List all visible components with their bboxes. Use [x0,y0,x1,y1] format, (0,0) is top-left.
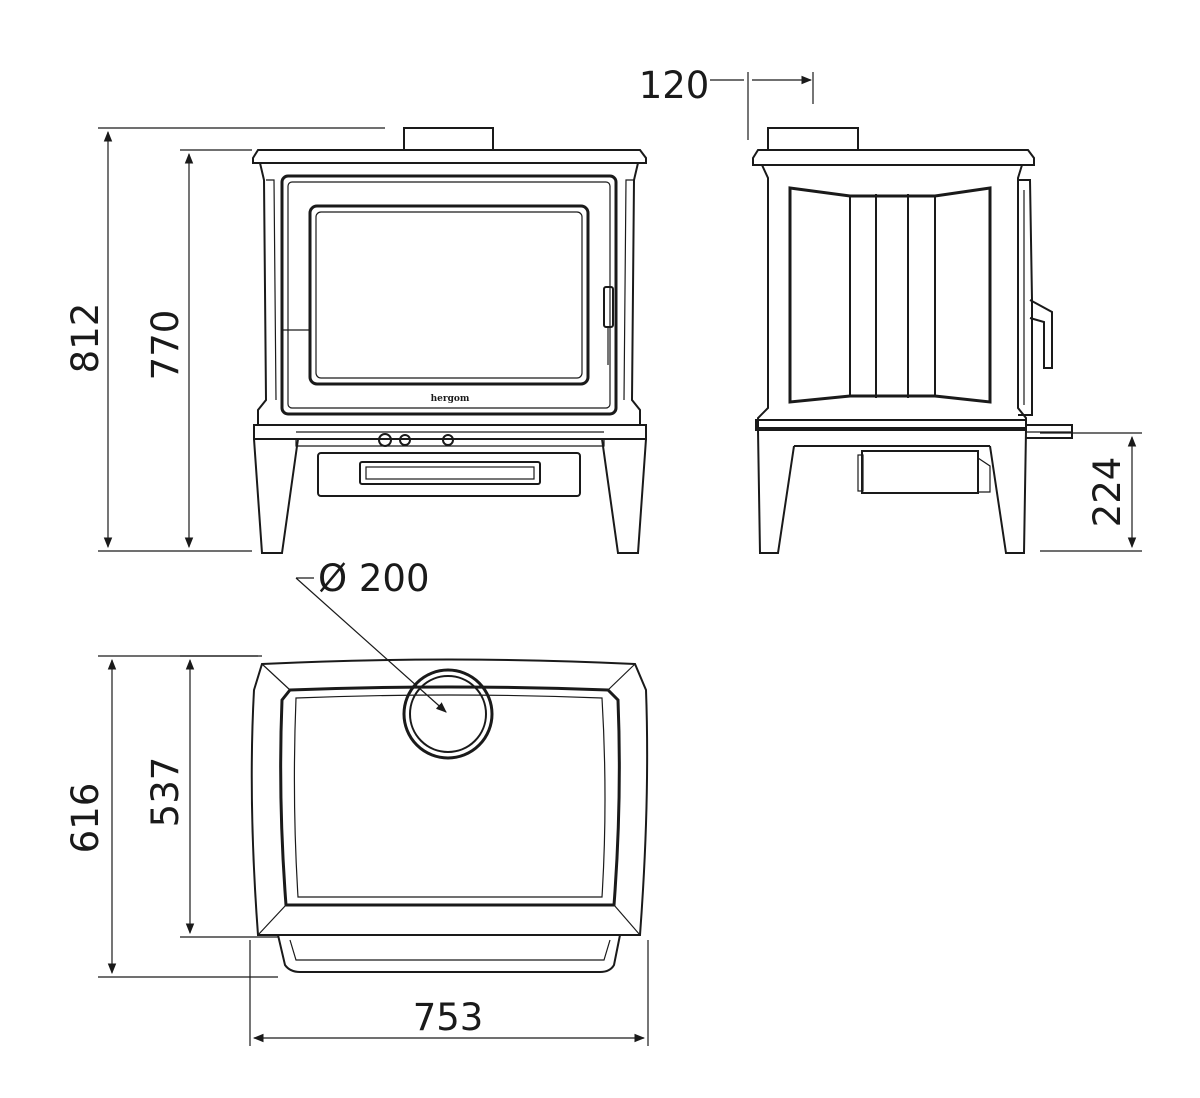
dimension-body-height: 770 [144,310,187,381]
brand-logo: hergom [431,394,470,404]
top-dimensions: Ø 200 616 537 753 [64,557,649,1046]
dimension-overall-depth: 616 [64,783,107,854]
dimension-flue-offset: 120 [639,64,710,107]
front-dimensions: 812 770 [64,127,385,552]
dimension-overall-height: 812 [64,303,107,374]
top-view [250,658,649,973]
dimension-ash-height: 224 [1086,457,1129,528]
front-view: hergom [252,127,647,554]
side-dimensions: 120 224 [639,64,1142,552]
dimension-body-depth: 537 [144,757,187,828]
dimension-overall-width: 753 [413,996,484,1039]
dimension-flue-diameter: Ø 200 [318,557,430,600]
side-view [752,127,1073,554]
